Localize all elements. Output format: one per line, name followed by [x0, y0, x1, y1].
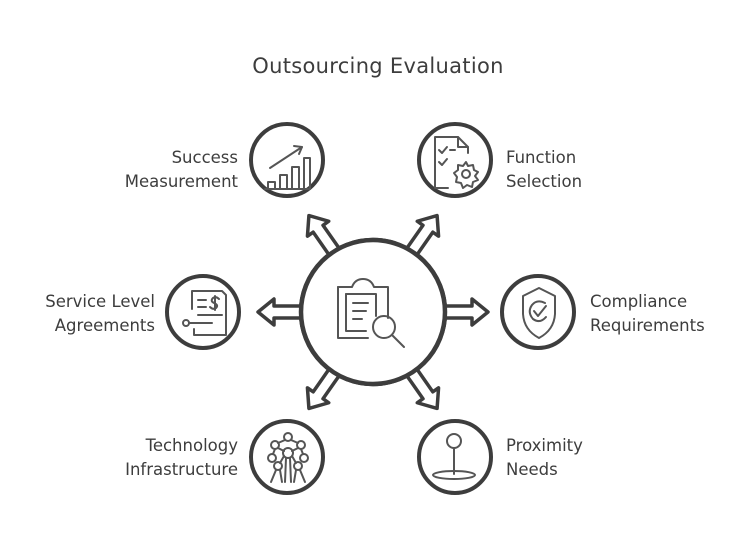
- node-compliance-requirements: [500, 274, 576, 350]
- label-line: Proximity: [506, 436, 583, 455]
- label-compliance-requirements: Compliance Requirements: [590, 290, 705, 338]
- label-service-level-agreements: Service Level Agreements: [10, 290, 155, 338]
- label-line: Agreements: [54, 316, 155, 335]
- label-line: Technology: [145, 436, 238, 455]
- document-gear-icon: [434, 136, 479, 189]
- arrow-bottom-left: [305, 368, 340, 411]
- label-line: Needs: [506, 460, 558, 479]
- location-pin-icon: [432, 433, 476, 480]
- growth-chart-icon: [264, 145, 311, 190]
- contract-dollar-icon: [182, 290, 227, 336]
- label-line: Compliance: [590, 292, 688, 311]
- label-technology-infrastructure: Technology Infrastructure: [80, 434, 238, 482]
- label-line: Function: [506, 148, 577, 167]
- label-function-selection: Function Selection: [506, 146, 582, 194]
- arrow-right: [442, 297, 490, 327]
- arrow-top-left: [305, 213, 340, 256]
- clipboard-search-icon: [337, 278, 405, 348]
- node-function-selection: [417, 122, 493, 198]
- label-line: Requirements: [590, 316, 705, 335]
- node-service-level-agreements: [165, 274, 241, 350]
- node-proximity-needs: [417, 419, 493, 495]
- label-line: Selection: [506, 172, 583, 191]
- label-success-measurement: Success Measurement: [90, 146, 238, 194]
- arrow-left: [256, 297, 304, 327]
- arrow-top-right: [406, 213, 441, 256]
- diagram-title: Outsourcing Evaluation: [252, 54, 504, 78]
- label-line: Measurement: [124, 172, 238, 191]
- label-line: Success: [171, 148, 238, 167]
- shield-check-icon: [522, 287, 556, 339]
- label-proximity-needs: Proximity Needs: [506, 434, 583, 482]
- arrow-bottom-right: [406, 368, 441, 411]
- label-line: Service Level: [45, 292, 155, 311]
- node-success-measurement: [249, 122, 325, 198]
- node-technology-infrastructure: [249, 419, 325, 495]
- network-structure-icon: [267, 432, 309, 483]
- label-line: Infrastructure: [125, 460, 238, 479]
